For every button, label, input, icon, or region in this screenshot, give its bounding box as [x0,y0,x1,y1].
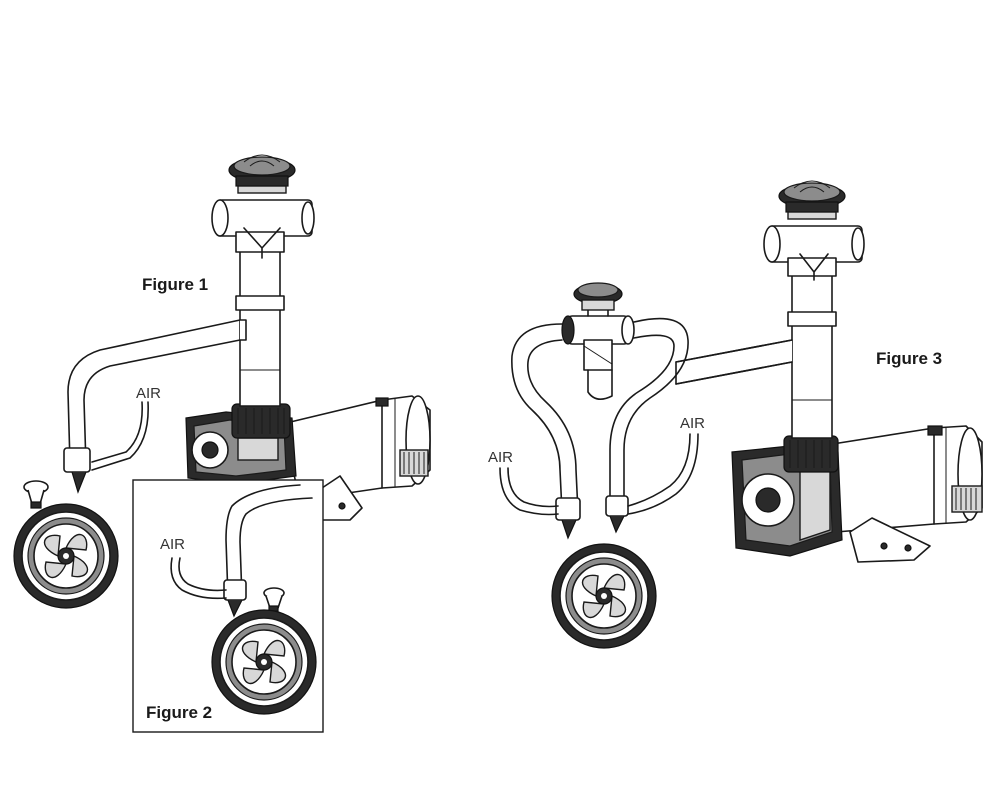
figure-2-jet-insert [263,587,285,612]
figure-3-manifold-tee [561,282,635,371]
figure-1-assembly: AIR Figure 1 [13,154,431,609]
figure-3-label: Figure 3 [876,349,942,368]
figure-1-jet-insert [23,480,49,509]
figure-1-label: Figure 1 [142,275,208,294]
figure-2-jet-face [211,609,317,715]
figure-2-air-label: AIR [160,536,185,553]
figure-3-pump-wet-end [731,445,843,557]
figure-3-pump-motor [819,425,983,563]
figure-1-air-label: AIR [136,385,161,402]
figure-3-jet-face [551,543,657,649]
figure-3-air-label-left: AIR [488,449,513,466]
figure-3-air-label-right: AIR [680,415,705,432]
figure-1-air-control-tee [211,154,315,259]
figure-2-label: Figure 2 [146,703,212,722]
figure-2-inset: AIR Figure 2 [132,479,324,733]
figure-3-air-control-tee [763,180,865,281]
figure-1-jet-face [13,503,119,609]
pump-motor [281,395,431,521]
figure-3-assembly: AIR AIR Figure 3 [488,180,983,649]
